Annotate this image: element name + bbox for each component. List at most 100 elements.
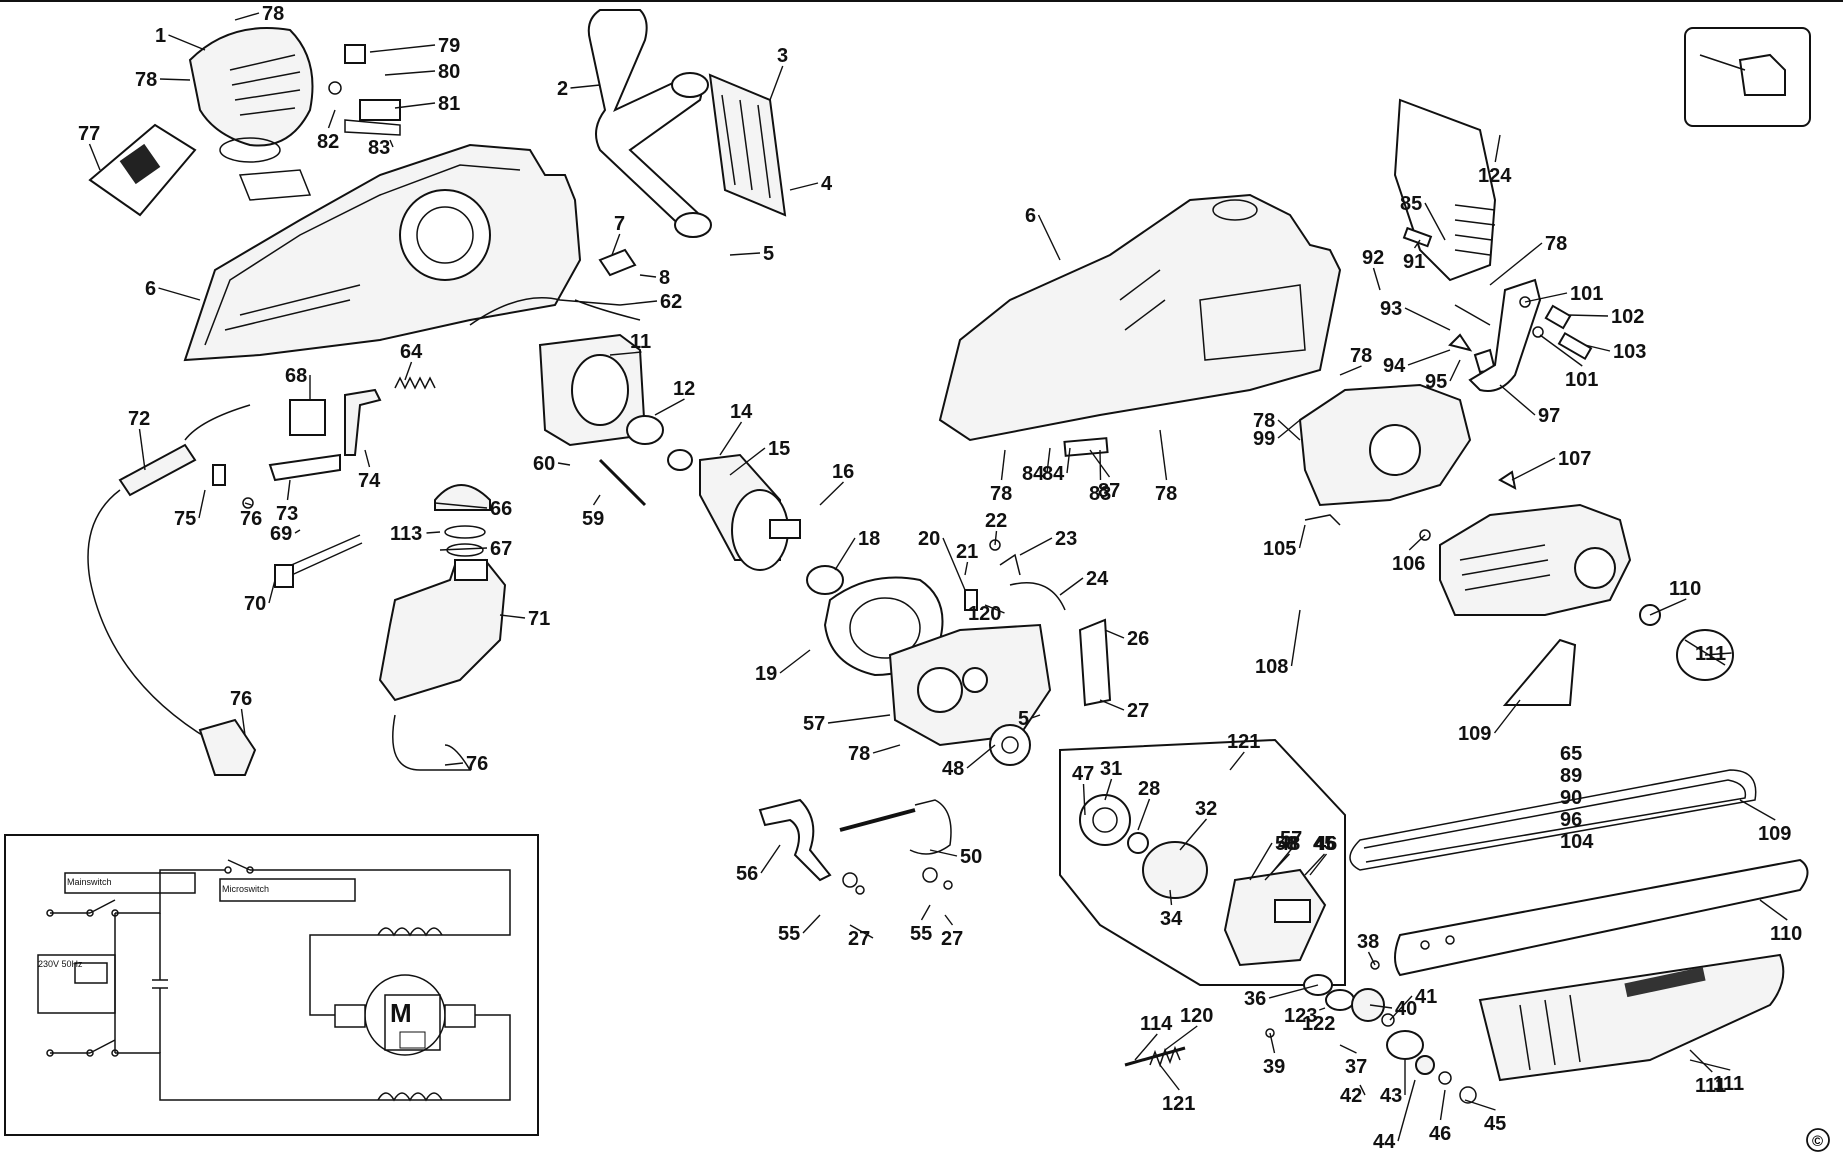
part-label-94: 94: [1383, 355, 1406, 377]
part-label-83: 83: [1089, 483, 1111, 505]
saw-chain-part: [1349, 769, 1757, 871]
leader-line: [1309, 853, 1328, 876]
leader-line: [240, 708, 246, 736]
part-label-1: 1: [155, 25, 166, 47]
part-label-73: 73: [276, 503, 298, 525]
leader-line: [1104, 778, 1113, 801]
leader-line: [1019, 537, 1053, 556]
leader-line: [994, 530, 998, 546]
leader-line: [1489, 242, 1543, 286]
part-label-107: 107: [1558, 448, 1591, 470]
leader-line: [619, 300, 658, 306]
part-label-82: 82: [317, 131, 339, 153]
leader-line: [234, 12, 260, 21]
part-label-7: 7: [614, 213, 625, 235]
leader-line: [1169, 889, 1173, 906]
leader-line: [984, 604, 1005, 614]
part-label-110: 110: [1770, 923, 1802, 945]
part-label-14: 14: [730, 401, 753, 423]
leader-line: [1277, 419, 1301, 441]
part-label-58: 58: [1275, 833, 1297, 855]
leader-line: [1413, 239, 1421, 249]
leader-line: [1268, 984, 1319, 999]
part-label-83: 83: [368, 137, 390, 159]
leader-line: [1134, 1033, 1158, 1061]
part-label-97: 97: [1538, 405, 1560, 427]
gearbox-inset-box: [1059, 738, 1346, 986]
bearing-part: [626, 415, 664, 445]
leader-line: [964, 561, 969, 576]
leader-line: [499, 614, 526, 619]
part-label-101: 101: [1570, 283, 1603, 305]
main-switch-label: Mainswitch: [67, 877, 112, 887]
part-label-64: 64: [400, 341, 423, 363]
hand-guard-part: [708, 73, 787, 217]
part-label-76: 76: [240, 508, 262, 530]
leader-line: [1249, 842, 1273, 881]
bar-cover-part: [1478, 953, 1785, 1082]
part-label-81: 81: [438, 93, 460, 115]
copyright-mark: ©: [1806, 1128, 1830, 1152]
leader-line: [1524, 292, 1568, 303]
part-label-91: 91: [1403, 251, 1425, 273]
leader-line: [570, 84, 601, 89]
part-label-39: 39: [1263, 1056, 1285, 1078]
leader-line: [198, 489, 206, 519]
spring-lever-parts: [964, 539, 1066, 611]
leader-line: [1179, 818, 1208, 851]
part-label-69: 69: [270, 523, 292, 545]
part-label-56: 56: [736, 863, 758, 885]
leader-line: [1407, 349, 1451, 366]
leader-line: [609, 351, 642, 356]
part-label-78: 78: [135, 69, 157, 91]
leader-line: [944, 914, 954, 926]
part-label-3: 3: [777, 45, 788, 67]
leader-line: [1319, 1007, 1326, 1011]
leader-line: [1584, 344, 1611, 352]
part-label-15: 15: [768, 438, 790, 460]
part-label-50: 50: [960, 846, 982, 868]
part-label-19: 19: [755, 663, 777, 685]
leader-line: [769, 65, 784, 101]
leader-line: [827, 714, 891, 724]
leader-line: [819, 481, 844, 506]
bracket-part: [598, 248, 637, 277]
leader-line: [286, 479, 291, 501]
part-label-111: 111: [1695, 1075, 1726, 1097]
part-label-92: 92: [1362, 247, 1384, 269]
bolt-part: [598, 458, 647, 507]
part-label-67: 67: [490, 538, 512, 560]
leader-line: [1164, 1025, 1198, 1051]
part-label-22: 22: [985, 510, 1007, 532]
leader-line: [920, 904, 931, 921]
part-label-110: 110: [1669, 578, 1701, 600]
leader-line: [404, 361, 413, 381]
leader-line: [1649, 598, 1687, 616]
leader-line: [1372, 267, 1381, 291]
part-label-28: 28: [1138, 778, 1160, 800]
part-label-109: 109: [1458, 723, 1491, 745]
leader-line: [719, 421, 743, 456]
leader-line: [1031, 714, 1041, 719]
label-sticker-part: [1063, 437, 1109, 457]
leader-line: [439, 547, 488, 551]
part-label-27: 27: [848, 928, 870, 950]
part-label-31: 31: [1100, 758, 1122, 780]
part-label-77: 77: [78, 123, 100, 145]
part-label-75: 75: [174, 508, 196, 530]
leader-line: [159, 78, 191, 81]
part-label-11: 11: [630, 331, 651, 353]
leader-line: [1689, 1059, 1731, 1071]
part-label-34: 34: [1160, 908, 1183, 930]
front-handle-part: [587, 9, 712, 238]
leader-line: [1290, 609, 1301, 667]
part-label-104: 104: [1560, 831, 1594, 853]
part-label-111: 111: [1713, 1073, 1744, 1095]
motor-label: M: [390, 998, 412, 1028]
part-label-18: 18: [858, 528, 880, 550]
leader-line: [802, 914, 821, 934]
wire-part: [469, 297, 641, 326]
leader-line: [1059, 577, 1084, 596]
leader-line: [1298, 524, 1306, 549]
power-cord-part: [87, 404, 257, 776]
